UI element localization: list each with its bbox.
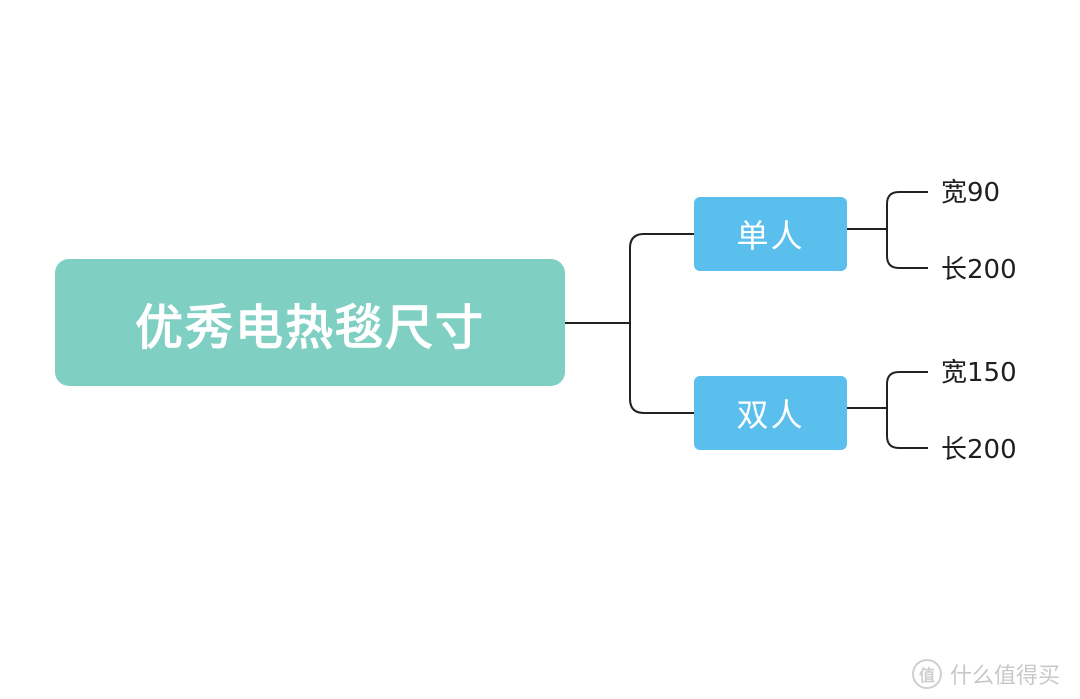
single-leaf-bracket xyxy=(886,191,928,269)
branch-bracket xyxy=(629,233,694,414)
watermark-logo-icon: 值 xyxy=(912,659,942,689)
branch-node-single: 单人 xyxy=(694,197,847,271)
branch-node-label: 单人 xyxy=(736,217,805,255)
branch-node-label: 双人 xyxy=(736,396,805,434)
watermark-text: 什么值得买 xyxy=(950,664,1061,689)
leaf-node-double-length: 长200 xyxy=(941,435,1017,465)
leaf-node-double-width: 宽150 xyxy=(941,358,1017,388)
double-leaf-bracket xyxy=(886,371,928,449)
branch-node-double: 双人 xyxy=(694,376,847,450)
root-node: 优秀电热毯尺寸 xyxy=(55,259,565,386)
watermark: 值 什么值得买 xyxy=(912,657,1060,691)
leaf-node-single-length: 长200 xyxy=(941,255,1017,285)
leaf-node-single-width: 宽90 xyxy=(941,178,1001,208)
root-node-label: 优秀电热毯尺寸 xyxy=(134,299,485,356)
